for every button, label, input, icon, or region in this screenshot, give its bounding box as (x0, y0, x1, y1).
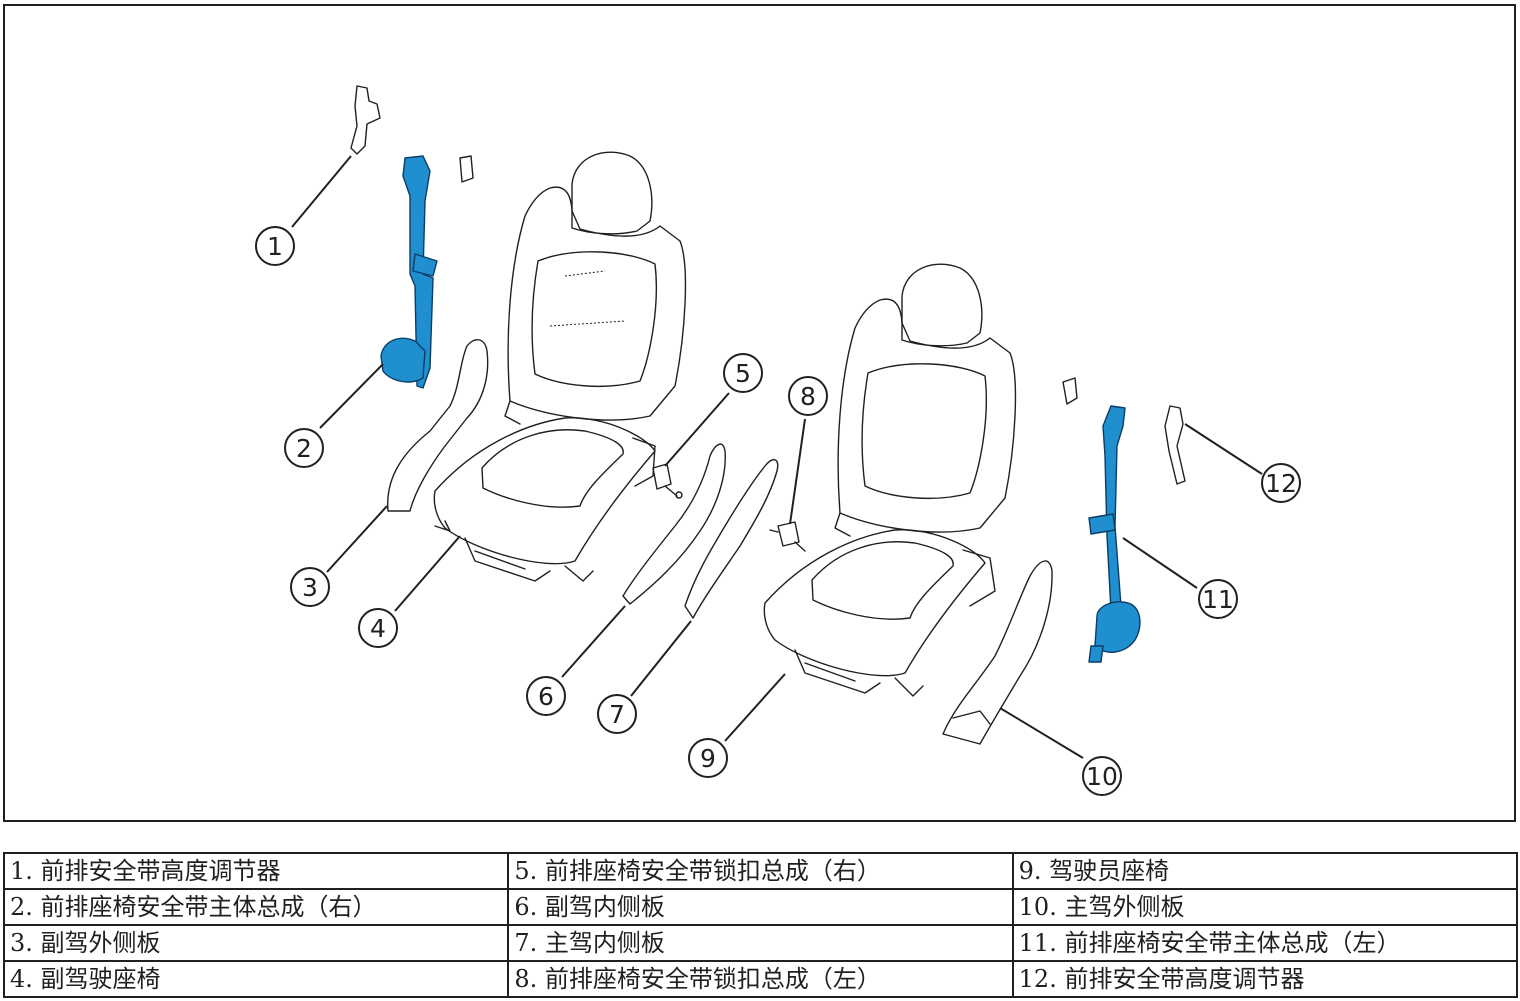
legend-row: 1. 前排安全带高度调节器 5. 前排座椅安全带锁扣总成（右） 9. 驾驶员座椅 (2, 852, 1519, 890)
svg-text:3: 3 (302, 573, 318, 602)
legend-cell: 6. 副驾内侧板 (507, 888, 1014, 926)
svg-text:6: 6 (538, 682, 554, 711)
legend-cell: 4. 副驾驶座椅 (2, 960, 510, 998)
left-buckle (769, 521, 806, 552)
left-height-adjuster (1062, 377, 1186, 485)
svg-text:4: 4 (370, 614, 386, 643)
left-seatbelt-assembly (1088, 405, 1141, 663)
right-seatbelt-assembly (380, 155, 438, 389)
callout-12: 12 (1261, 463, 1301, 503)
callout-7: 7 (597, 694, 637, 734)
legend-cell: 7. 主驾内侧板 (507, 924, 1014, 962)
svg-text:12: 12 (1265, 469, 1297, 498)
legend-row: 2. 前排座椅安全带主体总成（右） 6. 副驾内侧板 10. 主驾外侧板 (2, 888, 1519, 926)
callout-10: 10 (1082, 756, 1122, 796)
passenger-seat (433, 151, 687, 582)
callout-5: 5 (723, 353, 763, 393)
svg-text:1: 1 (267, 232, 283, 261)
parts-diagram: 1 2 3 4 5 6 7 8 9 10 11 12 (3, 4, 1516, 822)
legend-cell: 11. 前排座椅安全带主体总成（左） (1011, 924, 1519, 962)
driver-inner-trim (684, 459, 779, 619)
svg-text:8: 8 (800, 382, 816, 411)
legend-cell: 3. 副驾外侧板 (2, 924, 510, 962)
right-buckle (652, 463, 683, 499)
passenger-outer-trim (387, 339, 489, 512)
legend-cell: 5. 前排座椅安全带锁扣总成（右） (507, 852, 1014, 890)
legend-row: 3. 副驾外侧板 7. 主驾内侧板 11. 前排座椅安全带主体总成（左） (2, 924, 1519, 962)
callout-3: 3 (290, 567, 330, 607)
exploded-view-drawing: 1 2 3 4 5 6 7 8 9 10 11 12 (255, 85, 1301, 796)
callout-9: 9 (688, 738, 728, 778)
driver-outer-trim (942, 560, 1053, 745)
svg-text:11: 11 (1202, 585, 1234, 614)
legend-cell: 8. 前排座椅安全带锁扣总成（左） (507, 960, 1014, 998)
callout-11: 11 (1198, 579, 1238, 619)
right-height-adjuster (350, 85, 474, 183)
leader-lines (291, 155, 1263, 759)
legend-cell: 9. 驾驶员座椅 (1011, 852, 1519, 890)
legend-cell: 10. 主驾外侧板 (1011, 888, 1519, 926)
parts-legend-table: 1. 前排安全带高度调节器 5. 前排座椅安全带锁扣总成（右） 9. 驾驶员座椅… (2, 852, 1519, 998)
callout-1: 1 (255, 226, 295, 266)
svg-text:10: 10 (1086, 762, 1118, 791)
driver-seat (763, 263, 1017, 697)
svg-text:5: 5 (735, 359, 751, 388)
callout-6: 6 (526, 676, 566, 716)
callout-2: 2 (284, 428, 324, 468)
legend-cell: 1. 前排安全带高度调节器 (2, 852, 510, 890)
callout-8: 8 (788, 376, 828, 416)
legend-row: 4. 副驾驶座椅 8. 前排座椅安全带锁扣总成（左） 12. 前排安全带高度调节… (2, 960, 1519, 998)
svg-text:9: 9 (700, 744, 716, 773)
legend-cell: 12. 前排安全带高度调节器 (1011, 960, 1519, 998)
callout-4: 4 (358, 608, 398, 648)
legend-cell: 2. 前排座椅安全带主体总成（右） (2, 888, 510, 926)
passenger-inner-trim (622, 443, 726, 605)
svg-text:7: 7 (609, 700, 625, 729)
svg-text:2: 2 (296, 434, 312, 463)
